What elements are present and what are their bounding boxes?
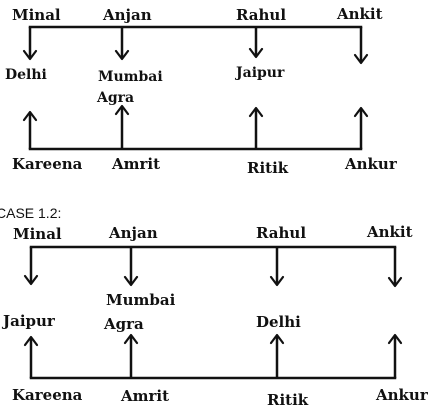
bottom-name-amrit: Amrit [111, 155, 160, 173]
case-caption: CASE 1.2: [0, 205, 61, 221]
arrowhead-down-icon [387, 276, 403, 288]
place-agra: Agra [103, 315, 144, 333]
top-name-rahul: Rahul [236, 6, 286, 24]
arrowhead-down-icon [248, 47, 264, 59]
bottom-name-ankur: Ankur [375, 386, 429, 404]
arrowhead-up-icon [23, 335, 39, 347]
top-name-rahul: Rahul [256, 224, 306, 242]
arrowhead-up-icon [387, 333, 403, 345]
arrowhead-down-icon [22, 49, 38, 61]
bottom-name-kareena: Kareena [12, 386, 83, 404]
arrowhead-up-icon [22, 110, 38, 122]
bottom-name-amrit: Amrit [120, 387, 169, 405]
place-mumbai: Mumbai [106, 291, 176, 309]
place-agra: Agra [96, 90, 134, 106]
top-name-anjan: Anjan [108, 224, 158, 242]
arrowhead-down-icon [114, 49, 130, 61]
place-delhi: Delhi [256, 313, 301, 331]
place-jaipur: Jaipur [234, 65, 285, 81]
arrowhead-down-icon [123, 275, 139, 287]
case-2-diagram: Minal Anjan Rahul Ankit Jaipur Mumbai Ag… [1, 223, 429, 409]
top-name-anjan: Anjan [102, 6, 152, 24]
arrowhead-down-icon [23, 274, 39, 286]
bottom-name-kareena: Kareena [12, 155, 83, 173]
arrowhead-up-icon [248, 106, 264, 118]
top-name-minal: Minal [13, 225, 62, 243]
arrowhead-down-icon [353, 53, 369, 65]
top-name-minal: Minal [12, 6, 61, 24]
place-jaipur: Jaipur [1, 312, 56, 330]
arrowhead-down-icon [269, 275, 285, 287]
arrowhead-up-icon [114, 104, 130, 116]
bottom-name-ritik: Ritik [247, 159, 289, 177]
bottom-name-ritik: Ritik [267, 391, 309, 409]
top-name-ankit: Ankit [366, 223, 413, 241]
arrowhead-up-icon [123, 333, 139, 345]
bottom-name-ankur: Ankur [344, 155, 398, 173]
case-1-diagram: Minal Anjan Rahul Ankit Delhi Mumbai Agr… [5, 5, 398, 177]
place-mumbai: Mumbai [98, 69, 163, 85]
place-delhi: Delhi [5, 67, 47, 83]
top-name-ankit: Ankit [336, 5, 383, 23]
arrowhead-up-icon [269, 333, 285, 345]
arrowhead-up-icon [353, 106, 369, 118]
